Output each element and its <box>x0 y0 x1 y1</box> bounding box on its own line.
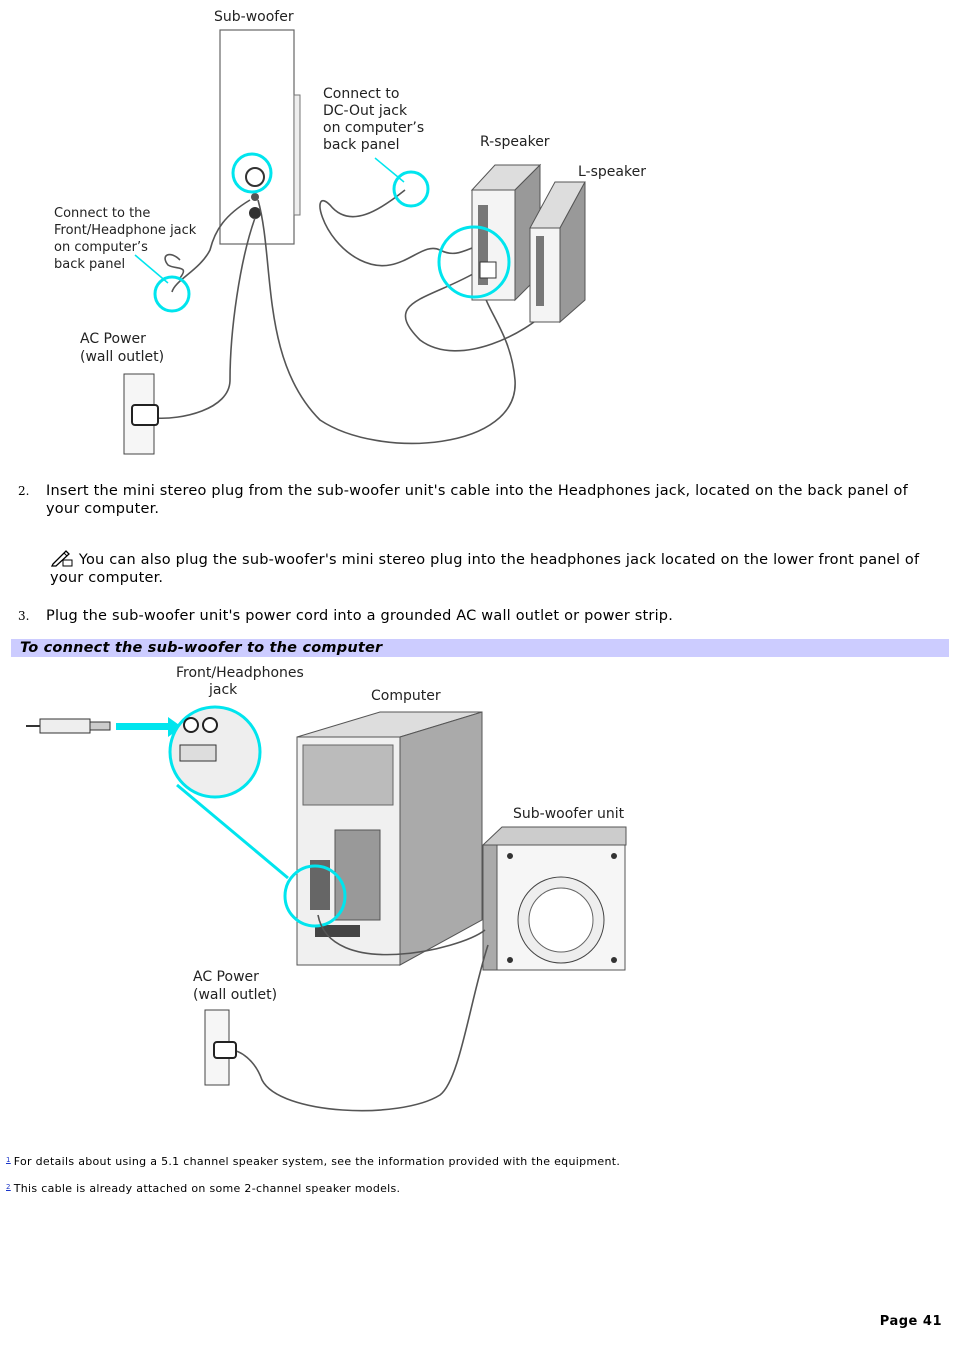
label-subwoofer: Sub-woofer <box>214 9 294 25</box>
subwoofer-illustration <box>219 29 301 245</box>
step-number: 3. <box>18 609 30 623</box>
note-text: You can also plug the sub-woofer's mini … <box>50 552 920 586</box>
r-speaker-illustration <box>470 163 542 302</box>
label-r-speaker: R-speaker <box>480 134 550 150</box>
footnote-text: For details about using a 5.1 channel sp… <box>13 1155 621 1168</box>
computer-connection-diagram: Front/Headphones jack Computer Sub-woofe… <box>26 665 627 1112</box>
label-l-speaker: L-speaker <box>578 164 646 180</box>
note-pen-icon <box>50 550 73 567</box>
label-dcout-1: Connect to <box>323 86 399 102</box>
footnote-ref-link[interactable]: 2 <box>6 1183 11 1191</box>
label-wall-outlet: (wall outlet) <box>80 349 164 365</box>
speaker-jack-highlight <box>437 225 511 299</box>
step-text: Insert the mini stereo plug from the sub… <box>46 483 908 517</box>
footnote-text: This cable is already attached on some 2… <box>13 1182 401 1195</box>
label-wall-outlet: (wall outlet) <box>193 987 277 1003</box>
headphone-plug-highlight <box>153 275 191 313</box>
label-jack: jack <box>208 682 238 698</box>
speaker-connection-diagram: Sub-woofer Connect to DC-Out jack on com… <box>54 9 646 455</box>
section-title: To connect the sub-woofer to the compute… <box>20 640 383 656</box>
label-front-headphones: Front/Headphones <box>176 665 304 681</box>
label-headphone-3: on computer’s <box>54 240 148 255</box>
computer-jack-highlight <box>283 864 347 928</box>
wall-outlet-illustration <box>204 1009 237 1086</box>
label-dcout-3: on computer’s <box>323 120 424 136</box>
computer-tower-illustration <box>296 711 483 966</box>
step-text: Plug the sub-woofer unit's power cord in… <box>46 608 674 624</box>
dcout-plug-highlight <box>392 170 430 208</box>
label-headphone-2: Front/Headphone jack <box>54 223 197 238</box>
label-headphone-1: Connect to the <box>54 206 150 221</box>
label-ac-power: AC Power <box>80 331 146 347</box>
label-dcout-4: back panel <box>323 137 400 153</box>
subwoofer-unit-illustration <box>481 826 627 971</box>
note: You can also plug the sub-woofer's mini … <box>50 549 950 587</box>
wall-outlet-illustration <box>123 373 159 455</box>
l-speaker-illustration <box>529 181 586 324</box>
page-number: Page 41 <box>879 1314 942 1329</box>
label-computer: Computer <box>371 688 441 704</box>
dcout-highlight <box>231 152 273 194</box>
label-ac-power: AC Power <box>193 969 259 985</box>
panel-zoom-illustration <box>168 705 262 799</box>
mini-plug-illustration <box>26 717 182 737</box>
step-number: 2. <box>18 484 30 498</box>
footnote-ref-link[interactable]: 1 <box>6 1156 11 1164</box>
section-header: To connect the sub-woofer to the compute… <box>11 639 949 657</box>
label-dcout-2: DC-Out jack <box>323 103 408 119</box>
label-headphone-4: back panel <box>54 257 125 272</box>
label-subwoofer-unit: Sub-woofer unit <box>513 806 625 822</box>
